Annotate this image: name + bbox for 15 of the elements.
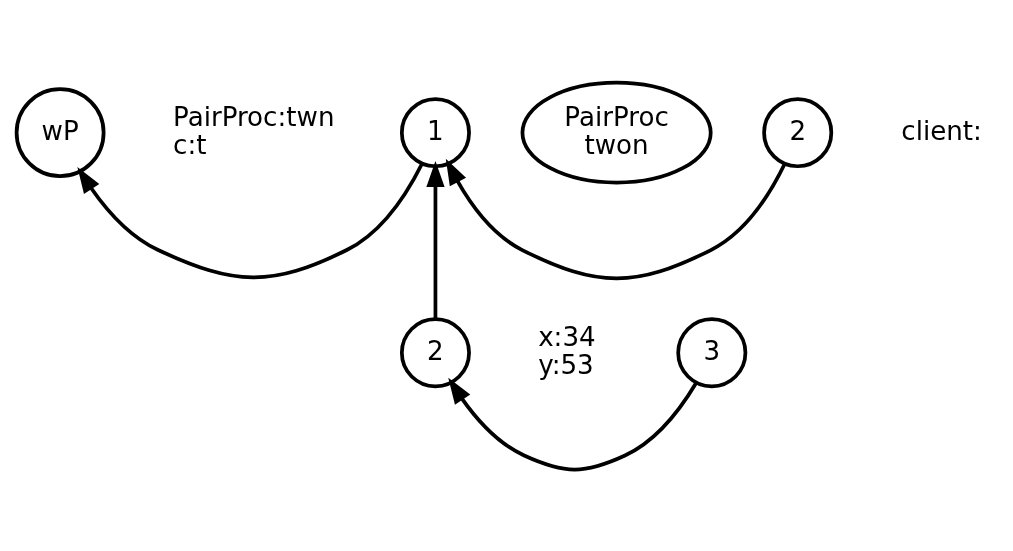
- node-circle: wP: [14, 86, 106, 178]
- node-label: x:34: [538, 321, 596, 352]
- node-label: y:53: [538, 349, 594, 380]
- arrow: [77, 162, 424, 279]
- node-circle: 3: [676, 316, 748, 388]
- node-label: PairProc:twn: [173, 101, 335, 132]
- node-label: client:: [901, 115, 982, 146]
- arrow: [448, 377, 698, 471]
- node-circle: 2: [399, 316, 471, 388]
- arrow: [426, 160, 445, 319]
- node-circle: 2: [762, 96, 834, 168]
- node-ellipse: PairProc twon: [520, 80, 713, 184]
- arrow: [445, 158, 787, 280]
- node-circle: 1: [399, 96, 471, 168]
- node-label: c:t: [173, 129, 207, 160]
